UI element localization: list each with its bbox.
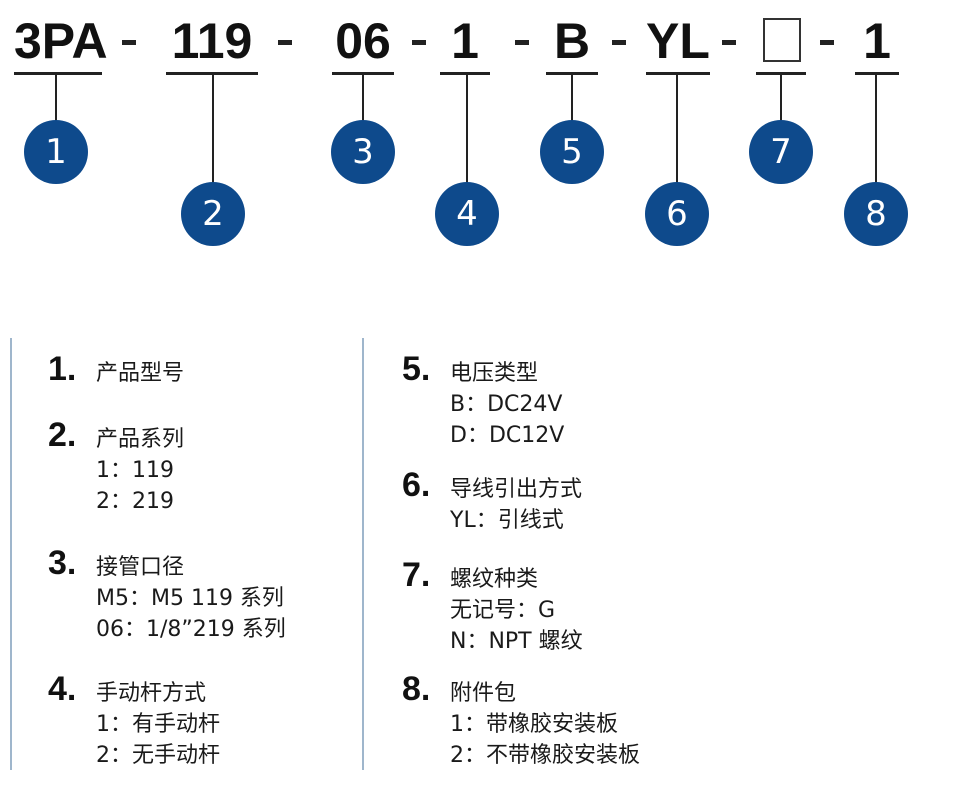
code-underline [546,72,598,75]
legend-option: D：DC12V [450,423,565,448]
connector-line [212,75,214,185]
legend-title: 附件包 [450,681,517,706]
legend-option: M5：M5 119 系列 [96,586,284,611]
legend-number: 2. [48,416,77,454]
legend-number: 8. [402,670,431,708]
legend-option: 1：有手动杆 [96,712,220,737]
code-underline [14,72,102,75]
callout-circle-2: 2 [181,182,245,246]
legend-option: 1：119 [96,458,174,483]
legend-title: 电压类型 [450,361,539,386]
code-underline [855,72,899,75]
callout-circle-6: 6 [645,182,709,246]
callout-circle-3: 3 [331,120,395,184]
legend-item-8: 8. 附件包 1：带橡胶安装板 2：不带橡胶安装板 [402,672,640,771]
legend-title: 接管口径 [96,555,185,580]
legend-number: 5. [402,350,431,388]
callout-circle-1: 1 [24,120,88,184]
callout-circle-5: 5 [540,120,604,184]
legend-option: YL：引线式 [450,508,564,533]
connector-line [466,75,468,185]
legend-option: 2：不带橡胶安装板 [450,743,640,768]
legend-number: 3. [48,544,77,582]
code-underline [332,72,394,75]
legend-item-7: 7. 螺纹种类 无记号：G N：NPT 螺纹 [402,558,583,657]
code-part-port: 06 [335,13,391,69]
legend-title: 产品系列 [96,427,185,452]
legend-item-5: 5. 电压类型 B：DC24V D：DC12V [402,352,565,451]
connector-line [676,75,678,185]
code-dash [722,40,736,45]
code-dash [612,40,626,45]
connector-line [875,75,877,185]
legend-item-1: 1. 产品型号 [48,352,185,389]
code-dash [412,40,426,45]
code-underline [646,72,710,75]
legend-number: 6. [402,466,431,504]
legend-item-2: 2. 产品系列 1：119 2：219 [48,418,185,517]
legend-option: 2：无手动杆 [96,743,220,768]
legend-option: 1：带橡胶安装板 [450,712,618,737]
legend-title: 产品型号 [96,361,185,386]
legend-option: 2：219 [96,489,174,514]
connector-line [571,75,573,123]
code-part-thread-placeholder-box [763,18,801,62]
legend-title: 导线引出方式 [450,477,583,502]
code-dash [122,40,136,45]
code-part-manual: 1 [451,13,479,69]
code-part-family: 119 [171,13,253,69]
code-underline [756,72,806,75]
legend-option: B：DC24V [450,392,563,417]
code-dash [515,40,529,45]
legend-separator-left [10,338,12,770]
legend-option: 06：1/8”219 系列 [96,617,286,642]
connector-line [55,75,57,123]
code-underline [440,72,490,75]
connector-line [362,75,364,123]
legend-option: N：NPT 螺纹 [450,629,583,654]
legend-separator-middle [362,338,364,770]
legend-item-4: 4. 手动杆方式 1：有手动杆 2：无手动杆 [48,672,220,771]
code-part-accessory: 1 [863,13,891,69]
legend-number: 7. [402,556,431,594]
legend-number: 4. [48,670,77,708]
code-part-wire: YL [646,13,710,69]
code-dash [820,40,834,45]
code-underline [166,72,258,75]
code-part-voltage: B [553,13,591,69]
legend-item-3: 3. 接管口径 M5：M5 119 系列 06：1/8”219 系列 [48,546,286,645]
code-part-series: 3PA [14,13,108,69]
callout-circle-4: 4 [435,182,499,246]
connector-line [780,75,782,123]
legend-item-6: 6. 导线引出方式 YL：引线式 [402,468,583,536]
legend-title: 螺纹种类 [450,567,539,592]
callout-circle-8: 8 [844,182,908,246]
legend-option: 无记号：G [450,598,556,623]
legend-title: 手动杆方式 [96,681,207,706]
callout-circle-7: 7 [749,120,813,184]
code-dash [278,40,292,45]
legend-number: 1. [48,350,77,388]
